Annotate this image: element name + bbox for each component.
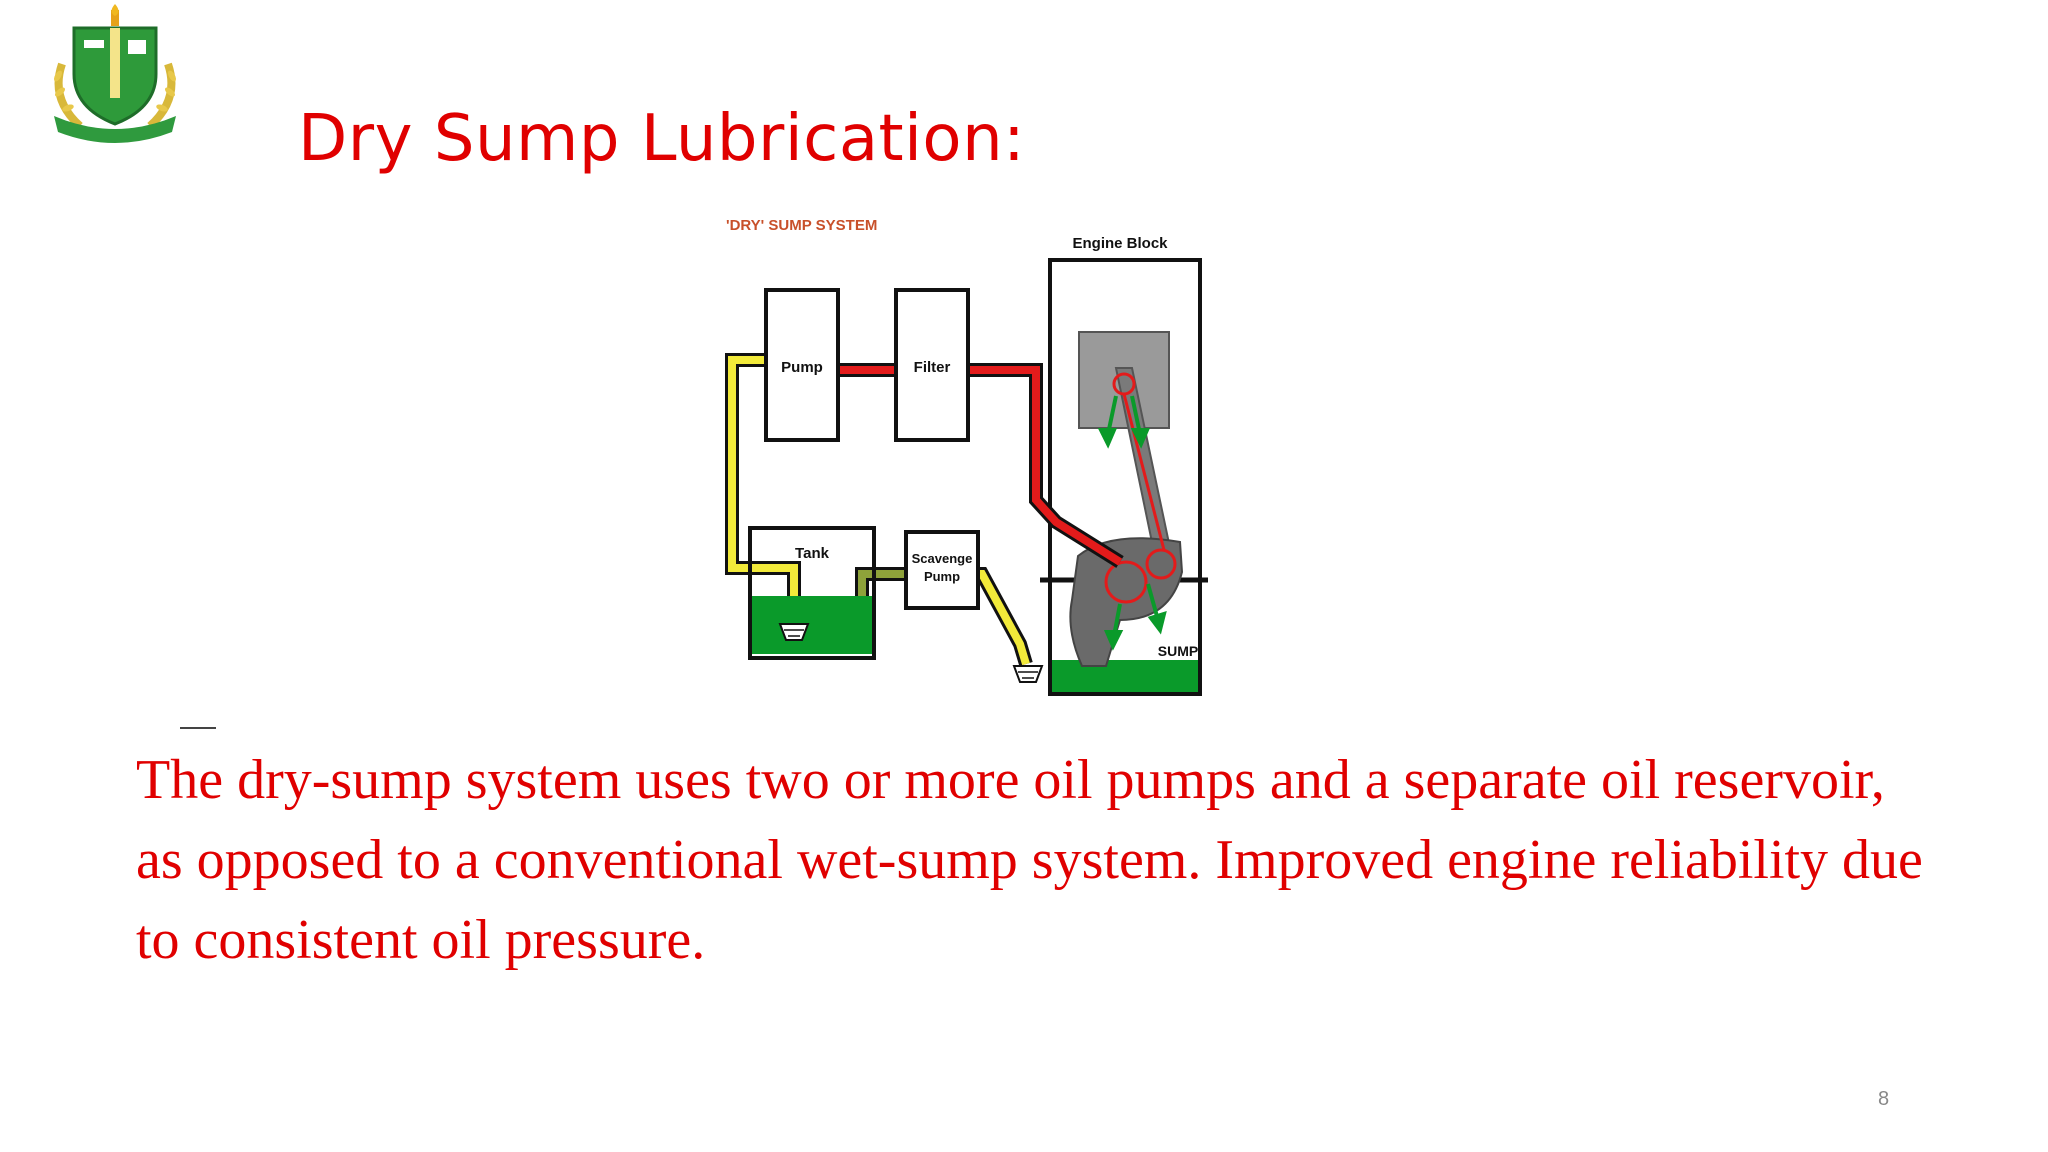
body-text: The dry-sump system uses two or more oil… (136, 749, 1923, 971)
scavenge-pump-label-line1: Scavenge (912, 551, 973, 566)
pump-box (764, 288, 840, 442)
university-logo (54, 4, 176, 143)
engine-block-label: Engine Block (1072, 235, 1168, 252)
pump-label: Pump (781, 359, 823, 376)
filter-label: Filter (914, 359, 951, 376)
filter-box (894, 288, 970, 442)
dry-sump-diagram: 'DRY' SUMP SYSTEM Engine Block SUMP (725, 217, 1208, 696)
scavenge-pump-box (904, 530, 980, 610)
diagram-heading: 'DRY' SUMP SYSTEM (726, 217, 877, 234)
tank-box (748, 526, 876, 660)
scavenge-pump-label-line2: Pump (924, 569, 960, 584)
tank-label: Tank (795, 545, 830, 562)
divider (180, 727, 216, 729)
page-number: 8 (1878, 1088, 1890, 1110)
slide-title: Dry Sump Lubrication: (298, 102, 1026, 176)
sump-label: SUMP (1158, 643, 1198, 659)
